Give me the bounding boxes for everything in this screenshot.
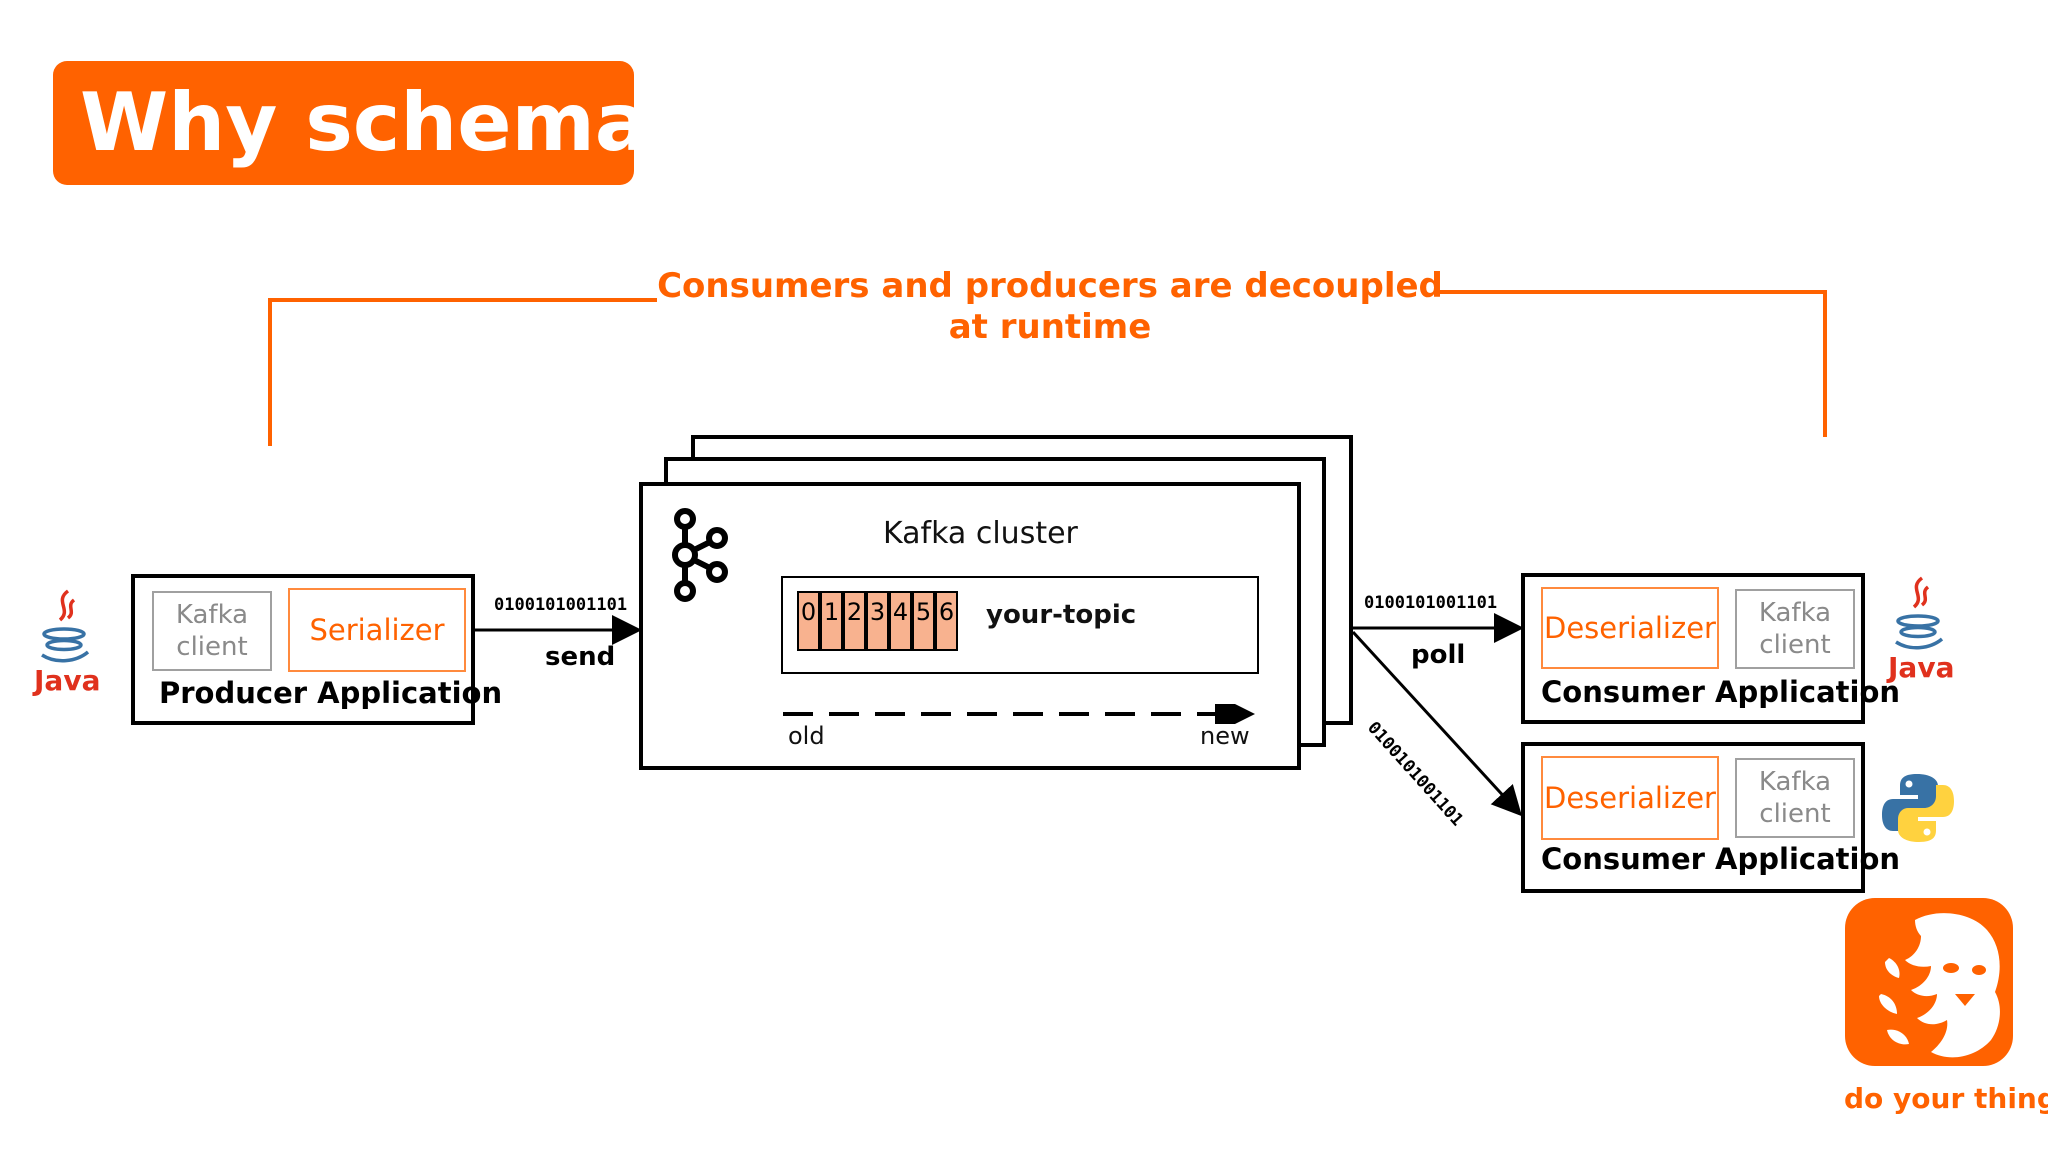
partition-cell: 5 [912,591,935,651]
java-logo-icon [1895,576,1944,650]
partition-cell: 0 [797,591,820,651]
timeline-new-label: new [1200,722,1250,750]
headline-bracket-right [1436,290,1827,437]
partition-cell: 6 [935,591,958,651]
partition-cell: 2 [843,591,866,651]
topic-name: your-topic [986,600,1137,630]
java-logo-icon [41,589,90,663]
consumer-java-deserializer: Deserializer [1541,587,1719,669]
lion-logo-icon [1879,913,2000,1058]
partition-strip: 0 1 2 3 4 5 6 [797,591,967,651]
consumer-java-logo: Java [1888,575,1954,684]
poll-diagonal-arrow [1351,630,1523,817]
consumer-java-app-label: Consumer Application [1541,675,1901,709]
page-title: Why schemas? [80,76,743,169]
send-bits: 0100101001101 [494,595,628,615]
title-banner: Why schemas? [53,61,743,185]
producer-serializer: Serializer [288,588,466,672]
headline-bracket-left [268,298,657,446]
headline: Consumers and producers are decoupled at… [657,266,1443,347]
consumer-python-deserializer: Deserializer [1541,756,1719,840]
python-logo-icon [1882,774,1954,842]
producer-java-logo: Java [34,588,100,697]
poll-bits: 0100101001101 [1364,593,1498,613]
kafka-cluster: Kafka cluster 0 1 2 3 4 5 6 your-topic o… [639,482,1301,770]
producer-application: Kafka client Serializer Producer Applica… [131,574,502,725]
producer-lang-label: Java [34,664,101,697]
brand-tagline: do your thing [1844,1082,2048,1115]
consumer-java-lang-label: Java [1888,651,1955,684]
consumer-application-java: Deserializer Kafka client Consumer Appli… [1521,573,1900,724]
cluster-label: Kafka cluster [883,516,1078,551]
consumer-java-kafka-client: Kafka client [1735,589,1855,669]
poll-label: poll [1411,640,1466,670]
timeline-old-label: old [788,722,825,750]
kafka-logo-icon [672,508,728,602]
topic-box: 0 1 2 3 4 5 6 your-topic [781,576,1259,674]
producer-app-label: Producer Application [159,676,503,710]
producer-kafka-client: Kafka client [152,591,272,671]
partition-cell: 3 [866,591,889,651]
partition-cell: 4 [889,591,912,651]
consumer-application-python: Deserializer Kafka client Consumer Appli… [1521,742,1900,893]
partition-cell: 1 [820,591,843,651]
send-label: send [545,642,616,672]
timeline-arrow [783,704,1255,724]
brand-logo [1845,898,2013,1066]
consumer-python-app-label: Consumer Application [1541,842,1901,876]
consumer-python-kafka-client: Kafka client [1735,758,1855,838]
